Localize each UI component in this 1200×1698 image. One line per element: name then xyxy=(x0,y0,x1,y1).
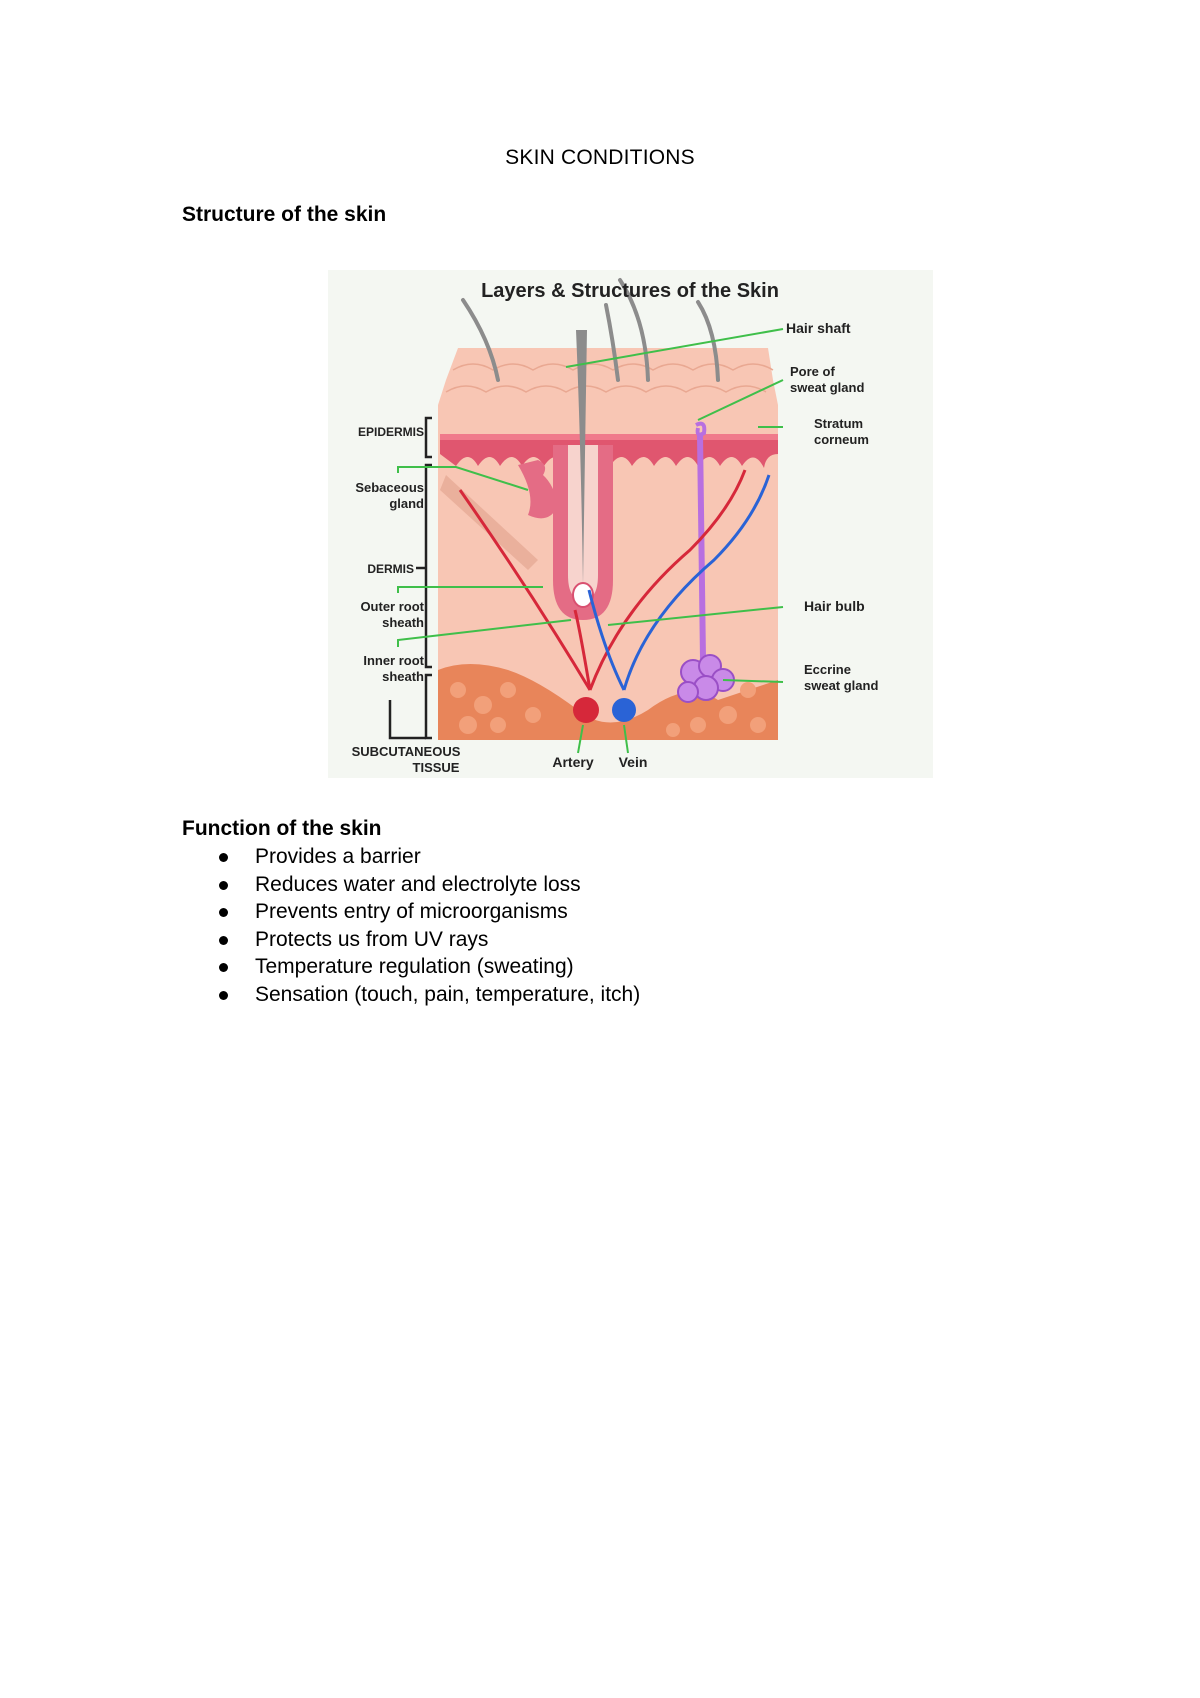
label-hair-bulb: Hair bulb xyxy=(804,598,865,614)
bullet-icon xyxy=(219,853,228,862)
function-list: Provides a barrier Reduces water and ele… xyxy=(215,843,640,1009)
list-item: Temperature regulation (sweating) xyxy=(215,953,640,981)
hair-shaft xyxy=(576,330,587,585)
vein-mark xyxy=(612,698,636,722)
label-subcutaneous-2: TISSUE xyxy=(413,760,460,775)
structure-heading: Structure of the skin xyxy=(182,203,387,226)
label-sebaceous-1: Sebaceous xyxy=(355,480,424,495)
label-eccrine-1: Eccrine xyxy=(804,662,851,677)
bullet-icon xyxy=(219,880,228,890)
document-title: SKIN CONDITIONS xyxy=(505,146,695,169)
label-subcutaneous-1: SUBCUTANEOUS xyxy=(352,744,461,759)
sebaceous-gland xyxy=(518,460,558,519)
skin-diagram: Layers & Structures of the Skin Hair sha… xyxy=(328,270,933,778)
label-inner-2: sheath xyxy=(382,669,424,684)
figure-title: Layers & Structures of the Skin xyxy=(481,280,779,302)
label-inner-1: Inner root xyxy=(363,653,424,668)
label-eccrine-2: sweat gland xyxy=(804,678,878,693)
label-hair-shaft: Hair shaft xyxy=(786,320,851,336)
list-item: Sensation (touch, pain, temperature, itc… xyxy=(215,981,640,1009)
label-vein: Vein xyxy=(619,754,648,770)
list-item: Protects us from UV rays xyxy=(215,926,640,954)
label-sebaceous-2: gland xyxy=(389,496,424,511)
function-heading: Function of the skin xyxy=(182,817,382,840)
label-outer-1: Outer root xyxy=(360,599,424,614)
label-epidermis: EPIDERMIS xyxy=(358,425,424,439)
label-pore-2: sweat gland xyxy=(790,380,864,395)
bullet-icon xyxy=(219,908,228,918)
label-stratum-1: Stratum xyxy=(814,416,863,431)
list-item: Prevents entry of microorganisms xyxy=(215,898,640,926)
label-outer-2: sheath xyxy=(382,615,424,630)
list-item: Reduces water and electrolyte loss xyxy=(215,871,640,899)
label-stratum-2: corneum xyxy=(814,432,869,447)
bullet-icon xyxy=(219,990,228,1000)
bullet-icon xyxy=(219,935,228,945)
label-pore-1: Pore of xyxy=(790,364,835,379)
artery-mark xyxy=(573,697,599,723)
label-dermis: DERMIS xyxy=(367,562,414,576)
bullet-icon xyxy=(219,963,228,973)
list-item: Provides a barrier xyxy=(215,843,640,871)
label-artery: Artery xyxy=(552,754,593,770)
